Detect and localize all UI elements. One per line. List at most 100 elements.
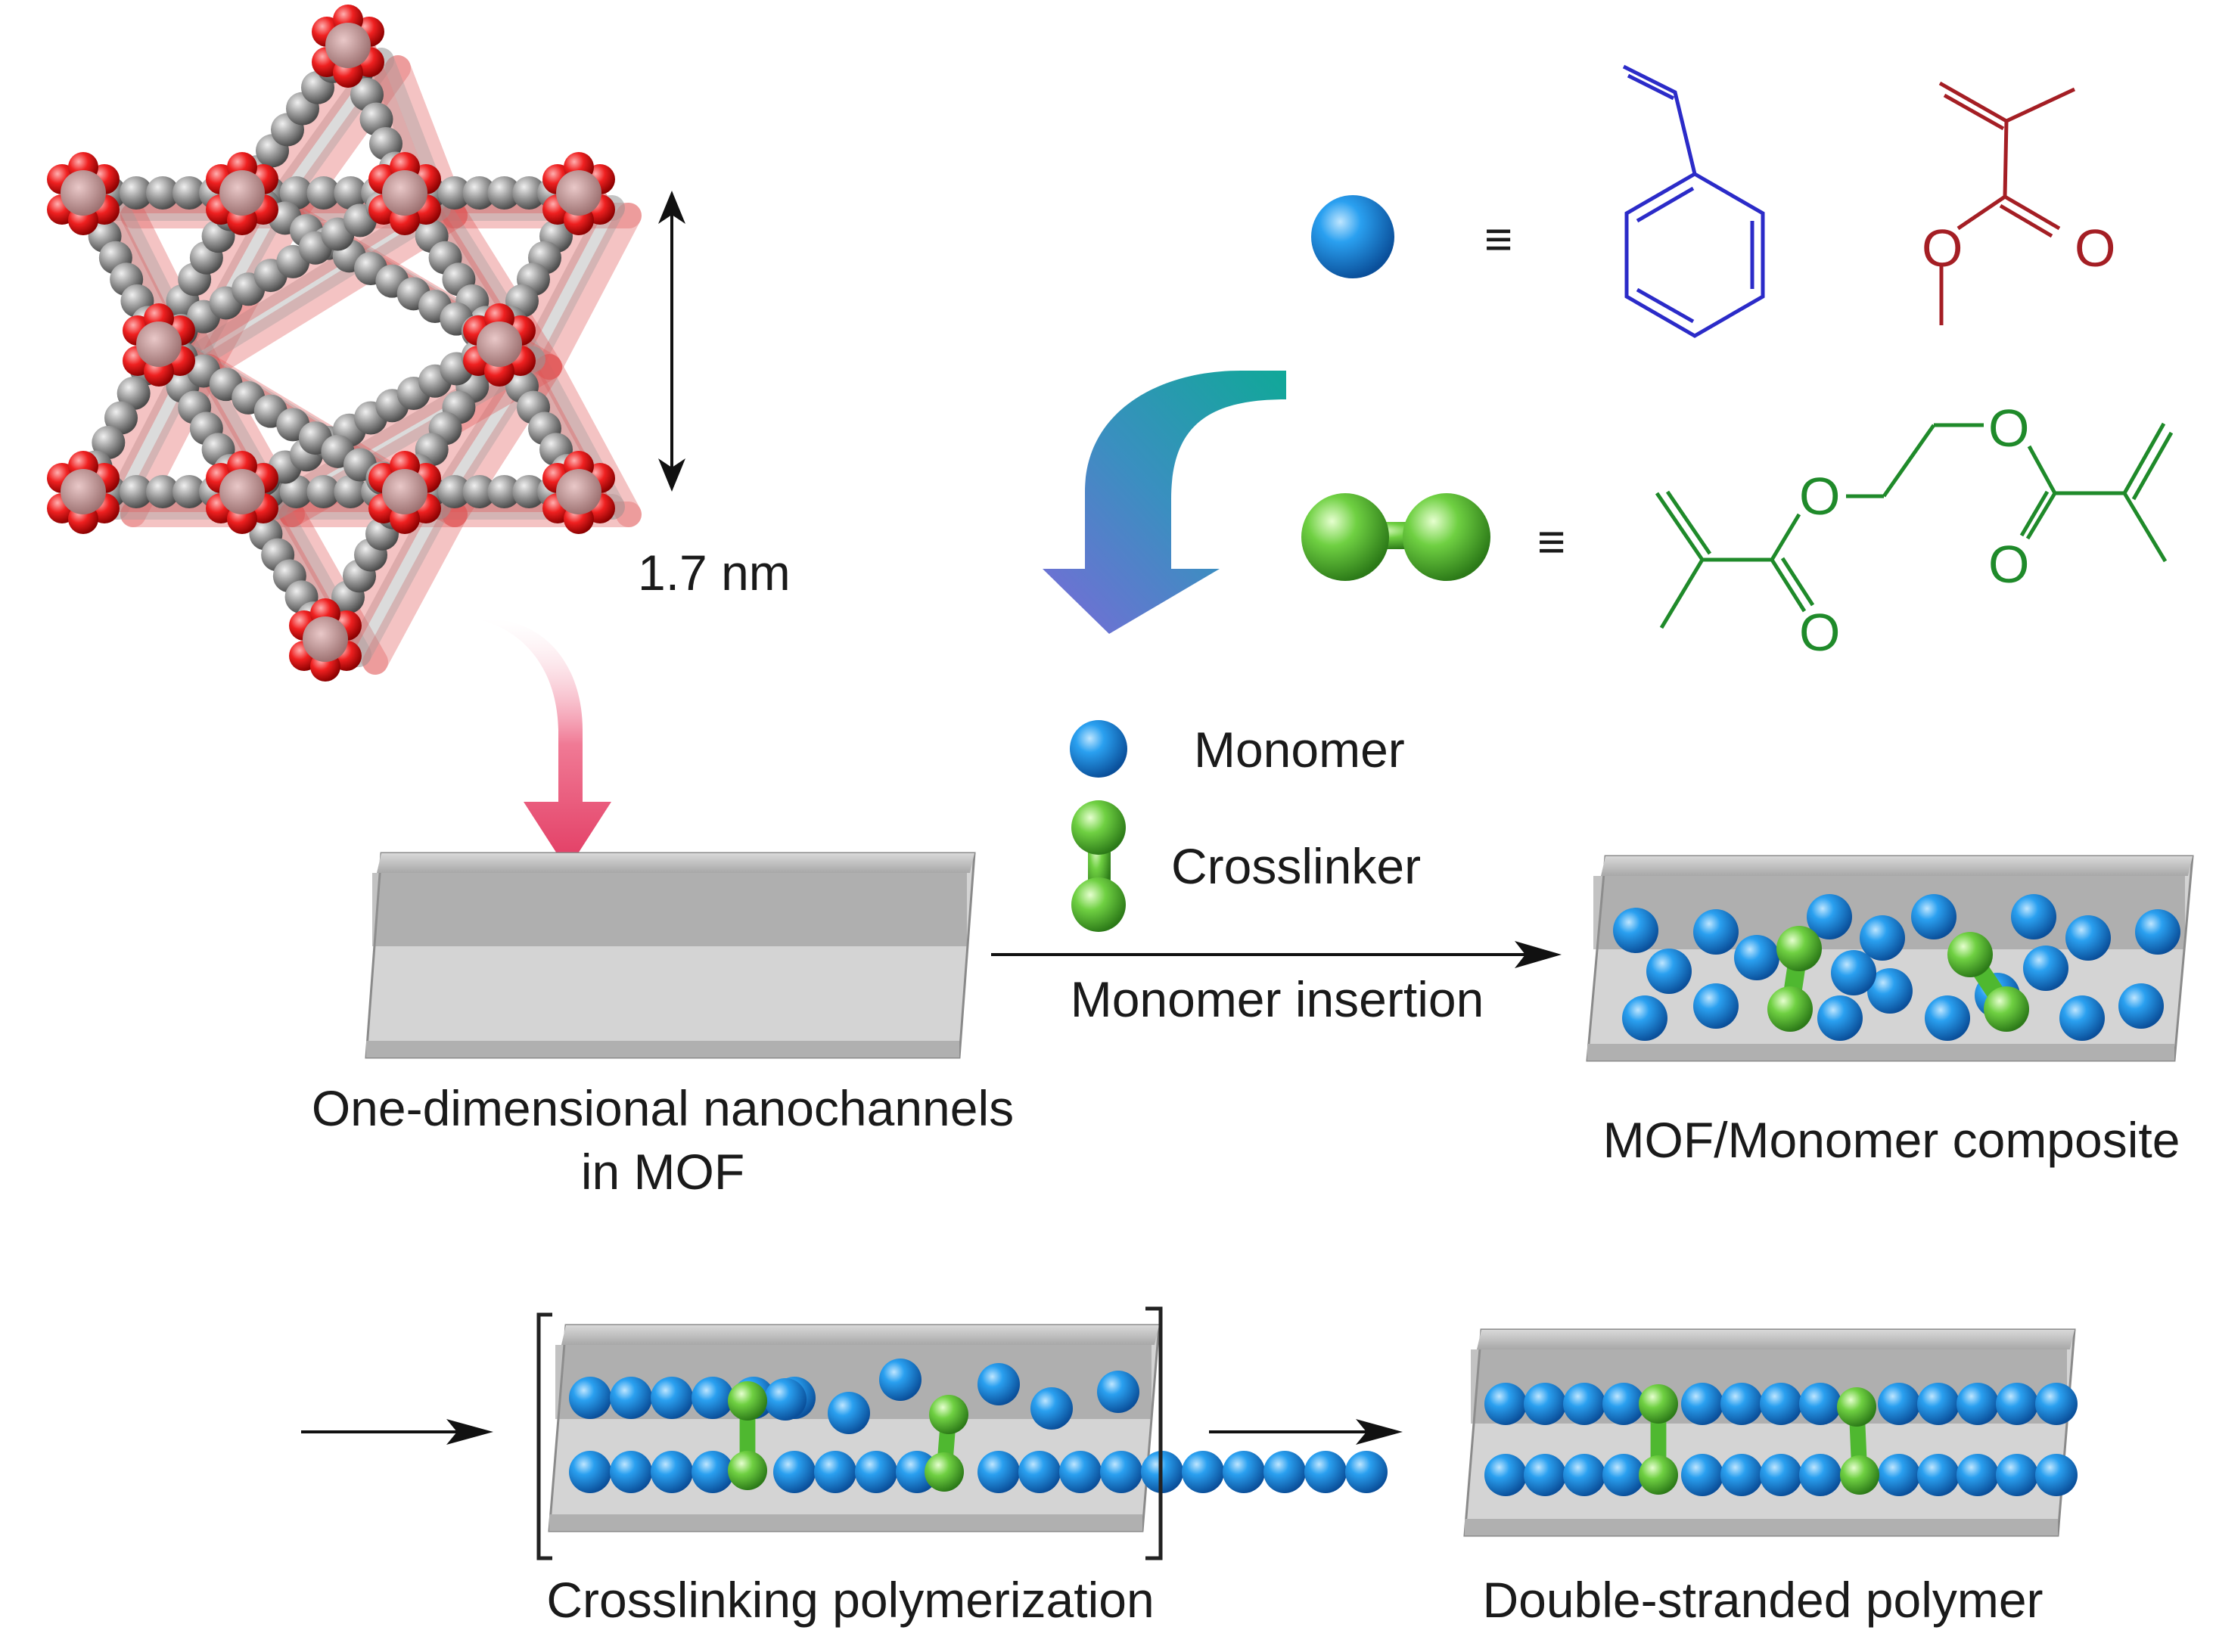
metal-node	[556, 469, 601, 514]
mof-depth-strand	[520, 195, 625, 372]
monomer-bead	[1484, 1454, 1527, 1496]
metal-node	[61, 170, 106, 216]
monomer-bead	[1956, 1454, 1999, 1496]
channel-top-wall	[561, 1325, 1159, 1345]
metal-node	[303, 616, 348, 662]
egdma-ester-oxygen-left: O	[1799, 467, 1840, 526]
monomer-bead	[1831, 950, 1876, 995]
equiv-symbol-crosslinker: ≡	[1537, 514, 1565, 569]
carbon-atom	[279, 176, 313, 210]
monomer-bead	[855, 1451, 897, 1493]
monomer-bead	[1720, 1383, 1763, 1425]
metal-node	[556, 170, 601, 216]
channel-bottom-wall	[1465, 1519, 2058, 1536]
monomer-bead	[1817, 995, 1863, 1041]
monomer-bead	[1996, 1383, 2038, 1425]
monomer-bead	[1563, 1454, 1605, 1496]
monomer-bead	[1484, 1383, 1527, 1425]
monomer-bead	[1878, 1454, 1920, 1496]
crosslinker-bead	[1837, 1387, 1876, 1427]
polymerization-arrow	[301, 1419, 493, 1445]
monomer-bead	[1524, 1454, 1566, 1496]
channel-top-wall	[1601, 856, 2193, 876]
legend-crosslinker-dumbbell	[1071, 800, 1126, 932]
legend-monomer-sphere	[1070, 720, 1127, 778]
crosslinker-bead	[1639, 1455, 1678, 1495]
metal-node	[61, 469, 106, 514]
egdma-structure: O O O O	[1655, 399, 2174, 662]
polymerization-label: Crosslinking polymerization	[546, 1572, 1154, 1628]
monomer-bead	[764, 1378, 807, 1421]
monomer-bead	[651, 1377, 693, 1419]
channel-top-wall	[1477, 1330, 2075, 1349]
monomer-bead	[1563, 1383, 1605, 1425]
carbon-atom	[104, 401, 138, 435]
intermediate-right-bracket	[1145, 1306, 1163, 1560]
monomer-bead	[1622, 995, 1667, 1041]
metal-node	[219, 469, 265, 514]
crosslinker-bead	[1840, 1455, 1879, 1495]
crosslinker-bead	[1984, 986, 2029, 1032]
metal-node	[136, 321, 182, 367]
monomer-feed-arrow	[1043, 371, 1286, 634]
mma-carbonyl-oxygen: O	[2075, 219, 2115, 278]
channel-bottom-wall	[366, 1041, 959, 1057]
legend-crosslinker-label: Crosslinker	[1171, 838, 1421, 894]
carbon-atom	[512, 176, 546, 210]
metal-node	[382, 469, 427, 514]
carbon-atom	[334, 475, 368, 508]
carbon-atom	[146, 176, 179, 210]
mof-depth-strand	[279, 502, 388, 675]
monomer-bead	[651, 1451, 693, 1493]
metal-node	[219, 170, 265, 216]
monomer-bead	[1860, 915, 1905, 961]
carbon-atom	[117, 377, 151, 410]
framework-to-channel-arrow	[475, 618, 611, 870]
mof-depth-strand	[362, 502, 468, 675]
carbon-atom	[172, 475, 206, 508]
monomer-bead	[814, 1451, 856, 1493]
monomer-bead	[1911, 894, 1956, 939]
monomer-bead	[1807, 894, 1852, 939]
carbon-atom	[487, 475, 521, 508]
carbon-atom	[306, 475, 340, 508]
monomer-bead	[977, 1451, 1020, 1493]
egdma-carbonyl-oxygen-right: O	[1988, 535, 2029, 594]
monomer-bead	[2011, 894, 2056, 939]
pore-size-label: 1.7 nm	[638, 545, 791, 601]
channel-inner-shadow	[372, 873, 967, 946]
crosslinker-bead	[1947, 932, 1993, 977]
carbon-atom	[146, 475, 179, 508]
insertion-label: Monomer insertion	[1071, 971, 1484, 1027]
monomer-bead	[1100, 1451, 1142, 1493]
carbon-atom	[462, 475, 496, 508]
monomer-bead	[1878, 1383, 1920, 1425]
monomer-bead	[610, 1451, 652, 1493]
metal-node	[325, 23, 371, 68]
monomer-bead	[1917, 1454, 1960, 1496]
mof-depth-strand	[346, 494, 451, 667]
carbon-atom	[306, 176, 340, 210]
monomer-bead	[1030, 1387, 1073, 1430]
monomer-bead	[1720, 1454, 1763, 1496]
monomer-bead	[1524, 1383, 1566, 1425]
monomer-bead	[2118, 983, 2164, 1029]
carbon-atom	[92, 426, 126, 459]
monomer-bead	[1867, 968, 1913, 1014]
equiv-symbol-monomer: ≡	[1484, 212, 1512, 266]
carbon-atom	[437, 475, 471, 508]
polymerizing-nanochannel	[548, 1324, 1388, 1532]
metal-node	[382, 170, 427, 216]
monomer-bead	[610, 1377, 652, 1419]
monomer-bead	[569, 1377, 611, 1419]
mof-depth-strand	[179, 195, 451, 372]
monomer-bead	[1263, 1451, 1306, 1493]
monomer-bead	[1693, 909, 1739, 955]
crosslinker-bead	[1639, 1384, 1678, 1424]
monomer-bead	[2135, 909, 2180, 955]
monomer-bead	[1799, 1454, 1841, 1496]
carbon-atom	[512, 475, 546, 508]
monomer-bead	[692, 1377, 734, 1419]
carbon-atom	[462, 176, 496, 210]
